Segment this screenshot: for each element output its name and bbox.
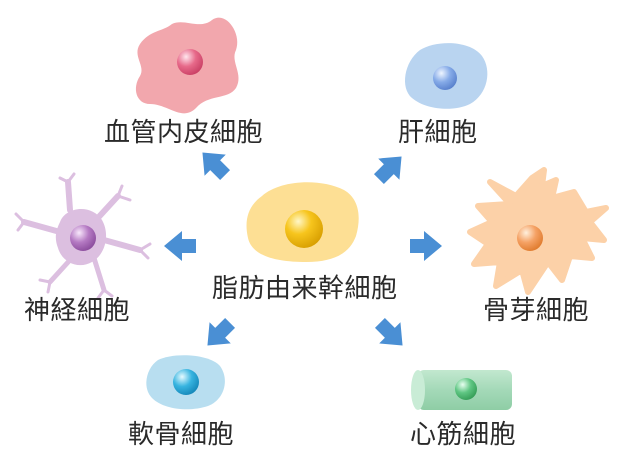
osteoblast-cell-nucleus xyxy=(517,225,543,251)
center-cell xyxy=(246,182,359,262)
cardiomyocyte-cell-label: 心筋細胞 xyxy=(410,420,517,450)
cardiomyocyte-cell-nucleus xyxy=(455,378,477,400)
arrow-to-chondrocyte xyxy=(207,317,236,346)
liver-cell-label: 肝細胞 xyxy=(398,118,478,148)
cardiomyocyte-cell xyxy=(411,370,512,410)
blood-vessel-cell-nucleus xyxy=(177,49,203,75)
center-cell-nucleus xyxy=(285,210,323,248)
arrow-to-neuron xyxy=(164,231,196,261)
neuron-cell-nucleus xyxy=(70,225,96,251)
center-cell-label: 脂肪由来幹細胞 xyxy=(212,274,398,304)
neuron-cell-label: 神経細胞 xyxy=(24,296,131,326)
osteoblast-cell xyxy=(467,167,609,295)
blood-vessel-cell xyxy=(135,17,239,114)
osteoblast-cell-label: 骨芽細胞 xyxy=(483,296,590,326)
arrows xyxy=(164,152,442,346)
chondrocyte-cell-nucleus xyxy=(173,369,199,395)
neuron-cell xyxy=(14,172,152,300)
blood-vessel-cell-label: 血管内皮細胞 xyxy=(104,118,264,148)
arrow-to-blood-vessel xyxy=(202,152,231,181)
chondrocyte-cell xyxy=(146,355,225,410)
neuron-dendrites xyxy=(14,172,152,300)
liver-cell-nucleus xyxy=(433,66,457,90)
arrow-to-cardiomyocyte xyxy=(374,317,403,346)
liver-cell xyxy=(405,43,488,109)
cardiomyocyte-cell-end xyxy=(411,370,425,410)
arrow-to-osteoblast xyxy=(410,231,442,261)
chondrocyte-cell-label: 軟骨細胞 xyxy=(128,420,235,450)
arrow-to-liver xyxy=(373,156,402,185)
